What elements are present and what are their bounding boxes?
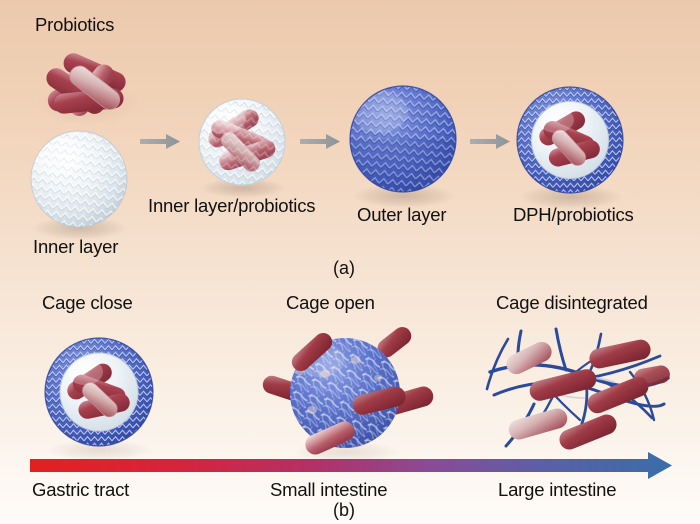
label-small-intestine: Small intestine bbox=[270, 479, 388, 500]
free-bacterium-3 bbox=[529, 369, 597, 401]
free-bacterium-6 bbox=[559, 414, 617, 450]
free-bacterium-1 bbox=[506, 341, 552, 375]
free-bacterium-4 bbox=[587, 376, 649, 414]
label-probiotics: Probiotics bbox=[35, 14, 115, 35]
cage-disintegrated-group bbox=[485, 327, 670, 450]
cage-close-sphere bbox=[44, 337, 154, 461]
process-arrow-3 bbox=[470, 134, 510, 149]
gi-tract-arrow bbox=[30, 452, 672, 479]
inner-layer-sphere bbox=[30, 130, 128, 240]
escaping-bacterium-3 bbox=[262, 375, 302, 401]
cage-open-sphere bbox=[262, 326, 434, 463]
free-bacterium-2 bbox=[589, 339, 651, 369]
label-outer-layer: Outer layer bbox=[357, 204, 447, 225]
escaping-bacterium-1 bbox=[377, 326, 412, 358]
label-cage-close: Cage close bbox=[42, 292, 133, 313]
escaping-bacterium-6 bbox=[352, 386, 406, 415]
label-cage-disintegrated: Cage disintegrated bbox=[496, 292, 648, 313]
process-arrow-2 bbox=[300, 134, 340, 149]
label-inner-layer-probiotics: Inner layer/probiotics bbox=[148, 195, 316, 216]
label-inner-layer: Inner layer bbox=[33, 236, 119, 257]
label-gastric-tract: Gastric tract bbox=[32, 479, 130, 500]
process-arrow-1 bbox=[140, 134, 180, 149]
escaping-bacterium-4 bbox=[291, 332, 333, 372]
probiotics-cluster bbox=[36, 53, 140, 126]
label-cage-open: Cage open bbox=[286, 292, 375, 313]
free-bacterium-7 bbox=[634, 365, 670, 387]
outer-layer-sphere bbox=[349, 85, 457, 208]
escaping-bacterium-5 bbox=[305, 421, 355, 455]
label-dph-probiotics: DPH/probiotics bbox=[513, 204, 634, 225]
polymer-strands bbox=[485, 327, 670, 448]
free-bacterium-5 bbox=[508, 408, 568, 440]
escaping-bacterium-2 bbox=[382, 386, 434, 416]
dph-probiotics-sphere bbox=[516, 86, 624, 209]
panel-a-caption: (a) bbox=[333, 258, 355, 278]
panel-b-caption: (b) bbox=[333, 500, 355, 520]
label-large-intestine: Large intestine bbox=[498, 479, 617, 500]
inner-layer-probiotics-sphere bbox=[198, 98, 286, 198]
